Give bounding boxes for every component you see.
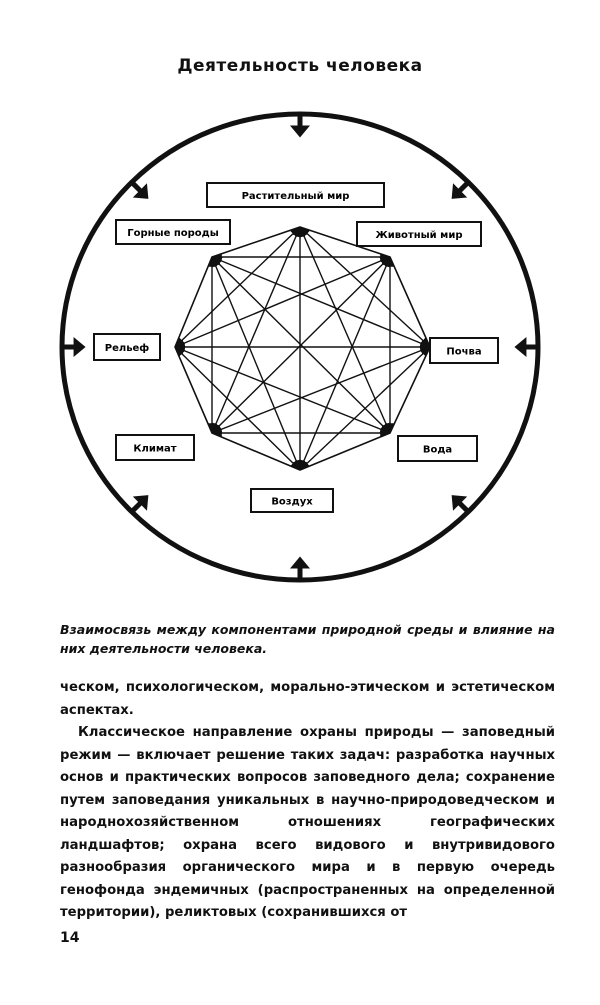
inward-arrow-icon bbox=[63, 337, 86, 357]
body-text: ческом, психологическом, морально-этичес… bbox=[60, 677, 555, 925]
component-box: Вода bbox=[397, 435, 478, 462]
component-label: Климат bbox=[133, 444, 176, 455]
component-label: Почва bbox=[446, 347, 481, 358]
figure-title: Деятельность человека bbox=[177, 56, 423, 76]
inward-arrow-icon bbox=[290, 115, 310, 138]
inward-arrow-icon bbox=[451, 495, 469, 513]
figure-caption: Взаимосвязь между компонентами природной… bbox=[60, 622, 555, 656]
component-box: Животный мир bbox=[356, 221, 482, 247]
component-label: Рельеф bbox=[105, 342, 150, 354]
component-box: Растительный мир bbox=[206, 182, 385, 208]
inward-arrow-icon bbox=[131, 495, 149, 513]
component-box: Горные породы bbox=[115, 219, 231, 245]
outer-circle bbox=[59, 111, 541, 583]
component-label: Воздух bbox=[271, 497, 313, 508]
interrelation-arrow bbox=[211, 256, 301, 471]
paragraph: ческом, психологическом, морально-этичес… bbox=[60, 680, 555, 718]
inward-arrow-icon bbox=[514, 337, 537, 357]
human-impact-arrows bbox=[63, 115, 537, 579]
inward-arrow-icon bbox=[131, 181, 149, 199]
component-box: Климат bbox=[115, 434, 195, 461]
component-box: Рельеф bbox=[93, 333, 161, 361]
inward-arrow-icon bbox=[290, 556, 310, 579]
component-label: Животный мир bbox=[375, 230, 462, 241]
component-label: Вода bbox=[423, 445, 452, 456]
page-number: 14 bbox=[60, 930, 80, 946]
component-box: Воздух bbox=[250, 488, 334, 513]
interrelation-arrows bbox=[174, 226, 431, 471]
component-label: Горные породы bbox=[127, 228, 219, 239]
component-label: Растительный мир bbox=[242, 191, 350, 202]
interrelation-arrow bbox=[211, 256, 431, 348]
paragraph: Классическое направление охраны природы … bbox=[60, 725, 555, 920]
inward-arrow-icon bbox=[451, 181, 469, 199]
component-box: Почва bbox=[429, 337, 499, 364]
